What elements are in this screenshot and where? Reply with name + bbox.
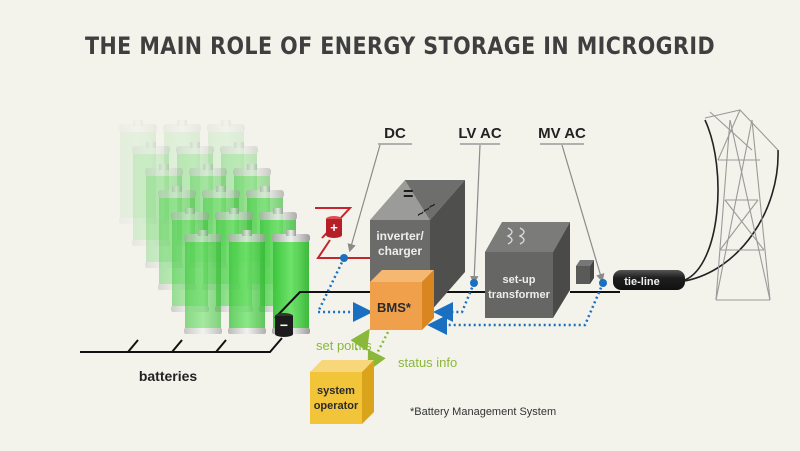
status-info-label: status info <box>398 355 457 370</box>
measurement-signals <box>316 257 605 335</box>
battery-cell <box>228 230 266 334</box>
svg-text:set-up: set-up <box>503 274 536 286</box>
svg-text:transformer: transformer <box>488 289 550 301</box>
svg-text:system: system <box>317 385 355 397</box>
switch-box <box>576 260 594 284</box>
bms-box: BMS* <box>370 270 434 330</box>
svg-text:−: − <box>280 317 288 333</box>
svg-text:+: + <box>330 220 338 235</box>
svg-text:inverter/: inverter/ <box>376 229 424 243</box>
setup-transformer-box: set-up transformer <box>485 222 570 318</box>
dc-label: DC <box>384 125 406 142</box>
battery-fade <box>0 100 170 380</box>
svg-text:=: = <box>403 184 414 204</box>
negative-terminal-icon: − <box>275 313 293 337</box>
control-signals <box>350 328 390 372</box>
positive-terminal-icon: + <box>326 216 342 238</box>
transmission-tower-icon <box>704 109 779 301</box>
measurement-nodes <box>340 254 607 287</box>
transformer-coil-icon <box>506 227 525 245</box>
label-pointers <box>347 143 605 285</box>
battery-cell <box>184 230 222 334</box>
mv-ac-label: MV AC <box>538 125 586 142</box>
set-points-label: set points <box>316 338 372 353</box>
svg-text:charger: charger <box>378 244 422 258</box>
batteries-label: batteries <box>139 368 198 384</box>
tie-line-cable: tie-line <box>613 119 779 290</box>
svg-text:tie-line: tie-line <box>624 276 659 288</box>
footnote: *Battery Management System <box>410 406 556 418</box>
svg-text:BMS*: BMS* <box>377 300 412 315</box>
svg-text:operator: operator <box>314 400 359 412</box>
dc-positive-wiring <box>315 207 372 259</box>
lv-ac-label: LV AC <box>458 125 501 142</box>
page-title: THE MAIN ROLE OF ENERGY STORAGE IN MICRO… <box>84 32 716 60</box>
system-operator-box: system operator <box>310 360 374 424</box>
